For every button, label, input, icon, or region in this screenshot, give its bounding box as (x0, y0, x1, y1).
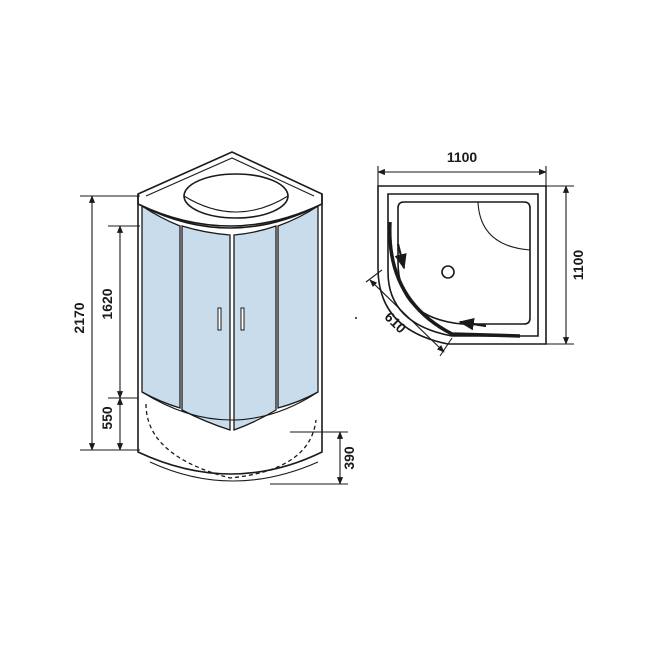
roof-outline (137, 151, 323, 227)
right-door-handle (240, 307, 245, 331)
plan-view: 1100 1100 610 (355, 149, 586, 357)
plan-door-arrow-left (394, 243, 407, 270)
dim-tray-height-label: 390 (341, 446, 357, 470)
frame-top-arc (141, 205, 319, 229)
tray-bottom-line (149, 461, 319, 482)
base-front (137, 398, 323, 475)
plan-inner-outline (387, 193, 539, 337)
dim-total-height-label: 2170 (71, 302, 87, 333)
roof-basin-rim (183, 195, 289, 213)
right-side-panel (277, 204, 319, 409)
stray-mark (355, 317, 357, 319)
plan-corner-seat (477, 201, 531, 251)
right-door-glass (233, 225, 277, 431)
plan-drain (441, 265, 455, 279)
dim-line-door-opening (369, 279, 445, 353)
dim-plan-depth-label: 1100 (570, 250, 586, 281)
dim-glass-height-label: 1620 (99, 288, 115, 319)
left-side-panel (141, 204, 181, 409)
tray-dashed-outline (145, 403, 317, 479)
left-door-handle (217, 307, 222, 331)
plan-door-arrow-bottom (458, 318, 487, 331)
dim-base-height-label: 550 (99, 406, 115, 430)
roof-basin (183, 173, 289, 219)
plan-basin (397, 201, 531, 325)
roof-inner (145, 157, 315, 197)
dim-plan-width-label: 1100 (447, 149, 478, 165)
dim-door-opening-label: 610 (382, 309, 410, 337)
left-door-glass (181, 225, 231, 431)
front-view: 2170 1620 550 390 (71, 151, 357, 485)
base-top-arc (141, 391, 319, 421)
